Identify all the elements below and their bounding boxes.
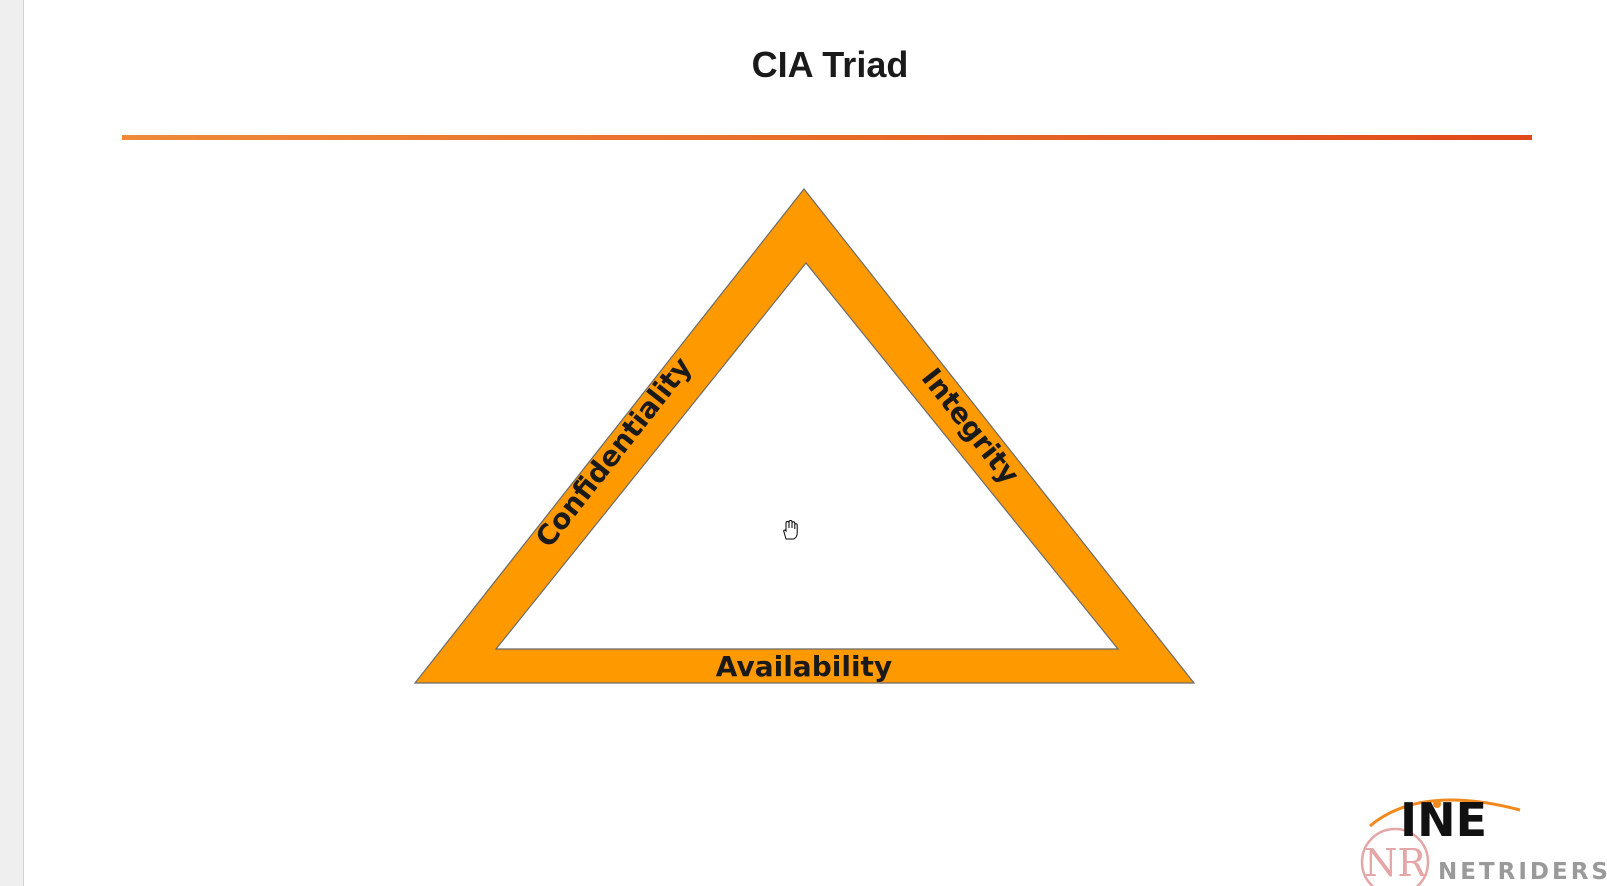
title-divider — [122, 135, 1532, 140]
triad-label-integrity: Integrity — [915, 362, 1026, 491]
nr-badge-ring — [1360, 827, 1430, 886]
ine-netriders-logo: NR INE NETRIDERS.A — [1360, 793, 1607, 886]
logo-orange-swoosh — [1369, 798, 1521, 828]
nr-badge-letters: NR — [1364, 841, 1427, 885]
triad-label-confidentiality: Confidentiality — [529, 351, 699, 554]
triad-frame — [413, 188, 1196, 684]
hand-cursor-icon — [783, 519, 798, 540]
ine-wordmark: INE — [1400, 793, 1487, 847]
triad-label-availability: Availability — [716, 650, 892, 683]
logo-swoosh-dot — [1433, 800, 1441, 808]
netriders-wordmark: NETRIDERS.A — [1438, 859, 1607, 885]
left-panel-strip — [0, 0, 24, 886]
slide-title: CIA Triad — [751, 44, 909, 85]
